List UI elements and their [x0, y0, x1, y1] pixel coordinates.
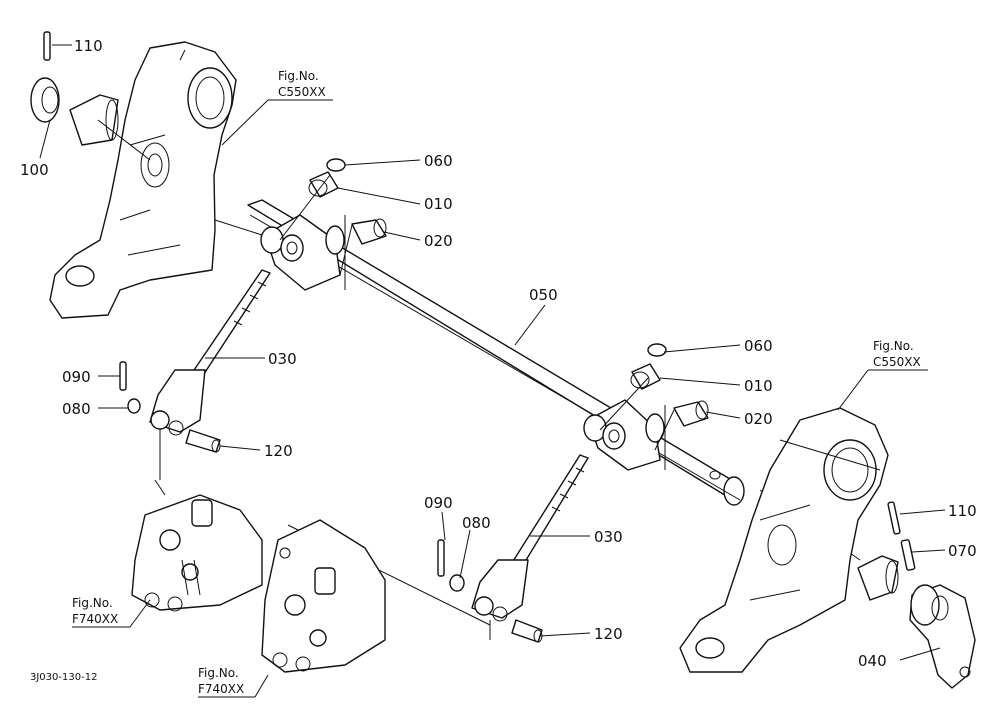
- label-070: 070: [948, 542, 977, 560]
- label-020-top: 020: [424, 232, 453, 250]
- part-labels: 110 100 060 010 020 050 030 090 080 120 …: [20, 37, 977, 670]
- label-120-left: 120: [264, 442, 293, 460]
- label-100: 100: [20, 161, 49, 179]
- upper-lever: [260, 214, 345, 291]
- label-080-right: 080: [462, 514, 491, 532]
- label-060-top: 060: [424, 152, 453, 170]
- fig-code-valve-right: F740XX: [198, 682, 244, 696]
- fig-code-valve-left: F740XX: [72, 612, 118, 626]
- label-090-right: 090: [424, 494, 453, 512]
- label-090-left: 090: [62, 368, 91, 386]
- label-010-top: 010: [424, 195, 453, 213]
- fig-code-bracket-left: C550XX: [278, 85, 326, 99]
- label-120-right: 120: [594, 625, 623, 643]
- fig-label-valve-left: Fig.No.: [72, 596, 113, 610]
- link-rod-030-right: [437, 454, 589, 643]
- label-110-right: 110: [948, 502, 977, 520]
- left-bracket: [49, 41, 237, 319]
- valve-assembly-left: [131, 479, 263, 612]
- lower-lever: [583, 399, 721, 480]
- right-bracket: [679, 407, 889, 673]
- fig-label-bracket-left: Fig.No.: [278, 69, 319, 83]
- fig-label-bracket-right: Fig.No.: [873, 339, 914, 353]
- bushings-upper: [308, 158, 387, 245]
- link-rod-030-left: [119, 269, 271, 453]
- label-020-right: 020: [744, 410, 773, 428]
- bushings-lower: [630, 343, 709, 427]
- label-030-right: 030: [594, 528, 623, 546]
- label-060-right: 060: [744, 337, 773, 355]
- fig-code-bracket-right: C550XX: [873, 355, 921, 369]
- figure-references: Fig.No. C550XX Fig.No. C550XX Fig.No. F7…: [72, 69, 921, 696]
- label-050: 050: [529, 286, 558, 304]
- label-080-left: 080: [62, 400, 91, 418]
- label-010-right: 010: [744, 377, 773, 395]
- label-040: 040: [858, 652, 887, 670]
- right-collar-and-lever: [857, 501, 976, 689]
- label-110-top: 110: [74, 37, 103, 55]
- fig-label-valve-right: Fig.No.: [198, 666, 239, 680]
- label-030-left: 030: [268, 350, 297, 368]
- leader-lines: [39, 44, 946, 698]
- collar-100-left: [30, 31, 119, 146]
- valve-assembly-right: [261, 519, 386, 673]
- diagram-code: 3J030-130-12: [30, 672, 97, 683]
